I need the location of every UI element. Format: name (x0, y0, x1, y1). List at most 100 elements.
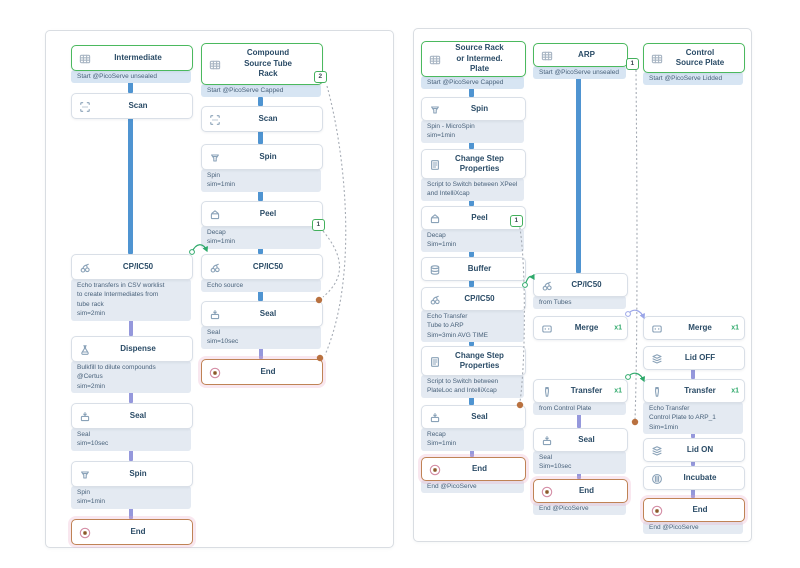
step-detail-bar: from Tubes (533, 296, 626, 310)
connector (691, 460, 695, 466)
node-peel-b[interactable]: Peel (201, 201, 323, 227)
node-spin-b[interactable]: Spin (201, 144, 323, 170)
plate-icon (79, 52, 91, 64)
link-dot (631, 418, 639, 426)
peel-icon (429, 212, 441, 224)
spin-icon (209, 151, 221, 163)
node-end-a[interactable]: End (71, 519, 193, 545)
repeat-badge[interactable]: 2 (314, 71, 327, 83)
node-label: Spin (259, 151, 277, 161)
node-arp[interactable]: ARP (533, 43, 628, 67)
node-scan-b[interactable]: Scan (201, 106, 323, 132)
repeat-count: x1 (614, 324, 622, 332)
repeat-badge[interactable]: 1 (626, 58, 639, 70)
node-label: End (692, 504, 708, 514)
node-dispense[interactable]: Dispense (71, 336, 193, 362)
connector (258, 190, 263, 201)
cherry-icon (541, 279, 553, 291)
lid-icon (651, 352, 663, 364)
node-label: Merge (688, 322, 712, 332)
node-end-c[interactable]: End (421, 457, 526, 481)
node-cpic50-a[interactable]: CP/IC50 (71, 254, 193, 280)
node-end-e[interactable]: End (643, 498, 745, 522)
transfer-icon (651, 385, 663, 397)
spin-icon (429, 103, 441, 115)
node-cpic50-d[interactable]: CP/IC50 (533, 273, 628, 297)
start-location-bar: Start @PicoServe Lidded (643, 72, 743, 86)
node-spin-c[interactable]: Spin (421, 97, 526, 121)
node-cpic50-c[interactable]: CP/IC50 (421, 287, 526, 311)
start-location-bar: Start @PicoServe unsealed (533, 66, 626, 80)
node-lid-on[interactable]: Lid ON (643, 438, 745, 462)
node-label: Incubate (683, 472, 717, 482)
node-label: Spin (129, 468, 147, 478)
node-lid-off[interactable]: Lid OFF (643, 346, 745, 370)
end-icon (541, 485, 553, 498)
node-incubate[interactable]: Incubate (643, 466, 745, 490)
node-peel-c[interactable]: Peel (421, 206, 526, 230)
node-scan-a[interactable]: Scan (71, 93, 193, 119)
node-intermediate[interactable]: Intermediate (71, 45, 193, 71)
connector (577, 413, 581, 428)
connector (129, 449, 133, 461)
node-label: Intermediate (114, 52, 162, 62)
node-seal-b[interactable]: Seal (201, 301, 323, 327)
node-spin-a[interactable]: Spin (71, 461, 193, 487)
end-icon (429, 463, 441, 476)
link-origin-circle (625, 311, 631, 317)
connector (576, 78, 581, 273)
node-end-b[interactable]: End (201, 359, 323, 385)
seal-icon (541, 434, 553, 446)
node-buffer[interactable]: Buffer (421, 257, 526, 281)
node-label: Transfer (684, 385, 716, 395)
seal-icon (209, 308, 221, 320)
step-detail-bar: End @PicoServe (533, 502, 626, 516)
node-label: End (471, 463, 488, 473)
loop-dashed-link (324, 85, 347, 356)
scan-icon (209, 113, 221, 125)
node-seal-c[interactable]: Seal (421, 405, 526, 429)
connector (469, 279, 474, 287)
loop-dashed-link (634, 69, 638, 421)
node-end-d[interactable]: End (533, 479, 628, 503)
node-label: Peel (471, 212, 488, 222)
peel-icon (209, 208, 221, 220)
repeat-badge[interactable]: 1 (510, 215, 523, 227)
node-transfer-e[interactable]: Transfer x1 (643, 379, 745, 403)
repeat-badge[interactable]: 1 (312, 219, 325, 231)
node-label: Spin (470, 103, 489, 113)
merge-icon (541, 322, 553, 334)
node-label: Transfer (570, 385, 603, 395)
link-curve (627, 372, 646, 383)
start-location-bar: Start @PicoServe Capped (421, 76, 524, 90)
repeat-count: x1 (731, 387, 739, 395)
node-seal-a[interactable]: Seal (71, 403, 193, 429)
link-curve (627, 309, 646, 320)
merge-icon (651, 322, 663, 334)
connector (470, 448, 474, 457)
start-location-bar: Start @PicoServe unsealed (71, 70, 191, 84)
spin-icon (79, 468, 91, 480)
node-cpic50-b[interactable]: CP/IC50 (201, 254, 323, 280)
connector (258, 291, 263, 301)
step-detail-bar: from Control Plate (533, 402, 626, 416)
node-seal-d[interactable]: Seal (533, 428, 628, 452)
seal-icon (429, 411, 441, 423)
